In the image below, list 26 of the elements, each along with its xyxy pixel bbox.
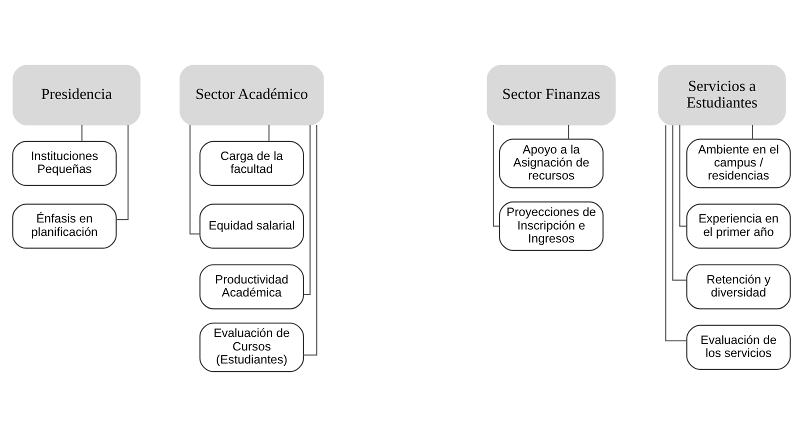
node-box: Proyecciones de Inscripción e Ingresos: [498, 200, 604, 250]
connector: [679, 124, 686, 226]
connector: [752, 124, 754, 139]
connector: [672, 124, 687, 280]
connector: [492, 124, 500, 226]
node-box: Carga de la facultad: [199, 140, 304, 186]
connector: [268, 124, 270, 141]
node-box: Equidad salarial: [199, 203, 304, 248]
node-box: Presidencia: [12, 64, 140, 125]
node-box: Énfasis en planificación: [12, 203, 117, 248]
node-box: Instituciones Pequeñas: [12, 140, 117, 186]
connector: [189, 124, 200, 234]
connector: [665, 124, 686, 341]
connector: [568, 124, 570, 139]
node-box: Servicios a Estudiantes: [658, 64, 786, 125]
node-box: Evaluación de los servicios: [686, 324, 791, 370]
node-box: Ambiente en el campus / residencias: [686, 138, 791, 188]
node-box: Evaluación de Cursos (Estudiantes): [199, 322, 304, 372]
node-box: Apoyo a la Asignación de recursos: [498, 138, 604, 188]
node-box: Sector Finanzas: [486, 64, 616, 125]
node-box: Experiencia en el primer año: [686, 203, 791, 248]
connector: [304, 124, 311, 295]
node-box: Retención y diversidad: [686, 264, 791, 309]
connector: [81, 124, 82, 141]
node-box: Productividad Académica: [199, 264, 304, 309]
node-box: Sector Académico: [180, 64, 324, 125]
